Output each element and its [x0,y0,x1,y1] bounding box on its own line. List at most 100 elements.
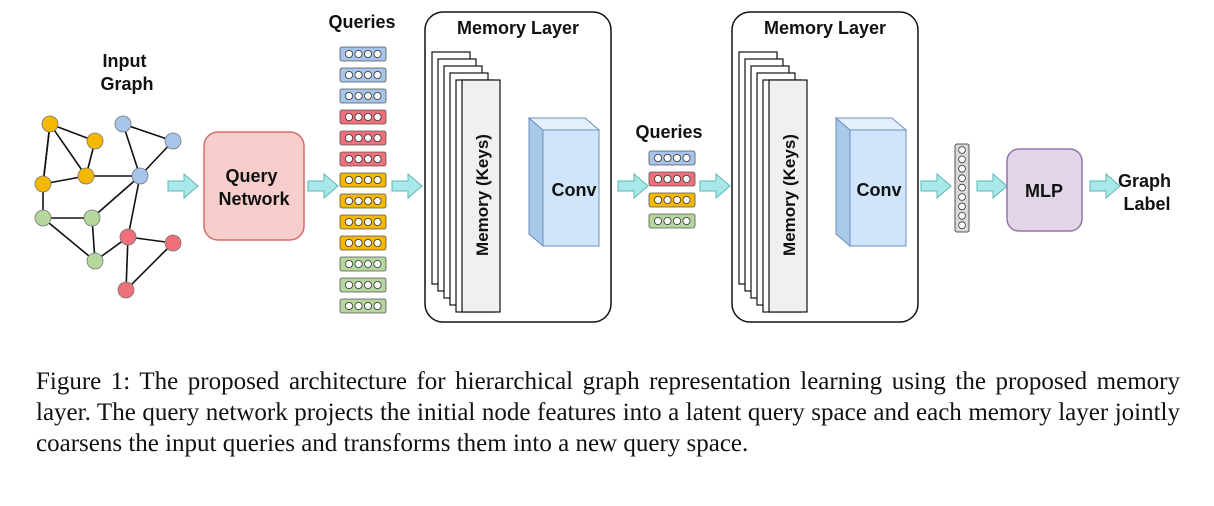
query-vector [339,214,387,230]
query-vector-dot [363,196,372,205]
query-vector-dot [673,174,682,183]
query-vector-bar [339,172,387,188]
query-vector-dot [363,92,372,101]
query-vector-dot [363,113,372,122]
input-graph-label: Input Graph [100,51,153,94]
memory-keys-label-2: Memory (Keys) [780,134,799,256]
query-vector-dot [663,216,672,225]
query-vector-bar [339,109,387,125]
query-vector [648,171,696,187]
query-vector [339,172,387,188]
query-vector-dot [354,238,363,247]
query-vector-dot [654,195,663,204]
queries-stack-1 [339,46,387,314]
query-vector-dot [344,175,353,184]
graph-edge [125,236,129,291]
output-vector-dot [958,165,966,173]
mlp-label: MLP [1025,181,1063,201]
query-vector-dot [344,154,353,163]
memory-key-front-sheet [768,79,808,313]
flow-arrow [699,172,731,200]
query-vector-dot [363,238,372,247]
query-vector-dot [344,238,353,247]
flow-arrows [167,167,1121,200]
query-vector-bar [339,88,387,104]
graph-node [164,132,182,150]
memory-key-front-sheet [461,79,501,313]
query-vector [339,88,387,104]
query-vector-bar [648,171,696,187]
output-vector-dot [958,202,966,211]
query-vector-dot [373,280,382,289]
queries-label-2: Queries [635,122,702,142]
flow-arrow [920,172,952,200]
query-vector-dot [344,196,353,205]
query-vector [339,235,387,251]
input-graph [34,115,182,299]
query-vector-dot [663,174,672,183]
memory-keys-label-1: Memory (Keys) [473,134,492,256]
query-vector [648,150,696,166]
query-vector-dot [354,71,363,80]
query-vector-dot [682,153,691,162]
graph-node [114,115,132,133]
graph-edge [49,123,87,177]
memory-keys-stack-2 [738,51,808,313]
graph-node [117,281,135,299]
graph-edge [122,123,174,142]
graph-node [119,228,137,246]
flow-arrow [391,172,423,200]
query-vector-bar [339,214,387,230]
memory-layer-1-title: Memory Layer [457,18,579,38]
query-vector-dot [344,133,353,142]
architecture-diagram: Input Graph Query Network Queries Memory… [34,11,1171,323]
query-vector-dot [354,133,363,142]
query-vector-bar [339,193,387,209]
output-vector-dot [958,155,966,164]
queries-stack-2 [648,150,696,229]
query-vector-dot [344,217,353,226]
query-vector-bar [648,150,696,166]
conv-side-face [528,116,544,248]
query-vector-dot [673,195,682,204]
memory-keys-stack-1 [431,51,501,313]
query-vector-bar [339,256,387,272]
query-vector-dot [363,280,372,289]
flow-arrow [1089,172,1121,200]
query-vector-dot [373,71,382,80]
query-vector-dot [373,133,382,142]
conv-block-2 [834,116,908,248]
query-vector-dot [682,195,691,204]
query-vector-dot [373,92,382,101]
output-vector-dot [958,193,966,201]
query-vector [339,130,387,146]
query-vector-dot [354,217,363,226]
query-vector-bar [339,46,387,62]
query-vector [339,277,387,293]
query-vector [339,151,387,167]
query-vector-dot [663,153,672,162]
query-network-label: Query Network [218,166,290,209]
query-vector-dot [363,175,372,184]
output-vector-dot [958,174,966,183]
query-vector-dot [682,216,691,225]
conv-front-face [849,129,907,247]
graph-node [34,209,52,227]
flow-arrow [976,172,1008,200]
query-vector-dot [673,153,682,162]
query-vector-dot [373,196,382,205]
query-vector-dot [344,280,353,289]
query-vector [339,109,387,125]
query-vector-bar [339,298,387,314]
graph-node [83,209,101,227]
query-vector-dot [682,174,691,183]
query-vector [339,46,387,62]
query-vector-dot [354,92,363,101]
query-vector-dot [344,113,353,122]
query-vector [339,67,387,83]
conv-block-1 [527,116,601,248]
query-vector-bar [648,213,696,229]
query-vector-dot [354,50,363,59]
query-vector-bar [339,235,387,251]
conv-label-2: Conv [857,180,902,200]
